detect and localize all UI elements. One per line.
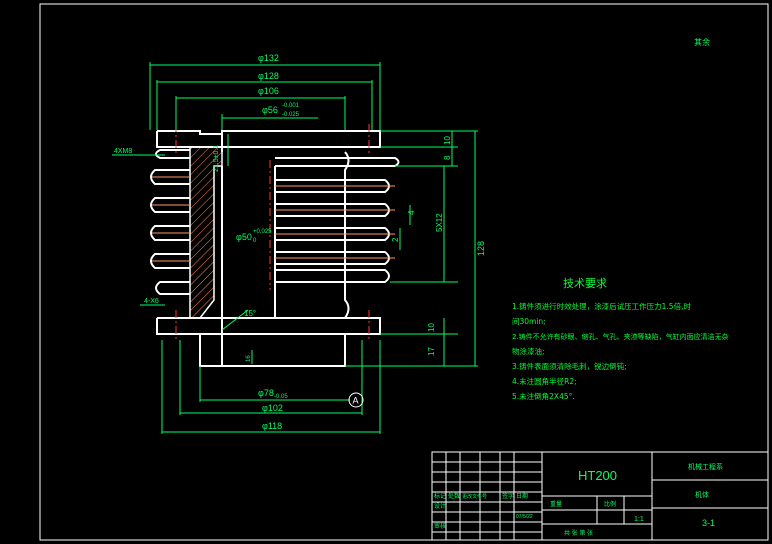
title-row-file: 更改文件号 — [462, 493, 487, 500]
title-designer: 设计 — [434, 502, 446, 510]
right-fin-accent — [275, 185, 395, 259]
dim-right-5x12: 5X12 — [435, 213, 444, 232]
title-part-name: 机体 — [695, 490, 709, 499]
dim-thread: 4XM8 — [114, 148, 132, 155]
dim-right-4: 4 — [407, 210, 416, 215]
title-row-mark: 标记 — [434, 492, 446, 500]
dim-132: φ132 — [258, 53, 279, 63]
title-scale-label: 比例 — [604, 500, 616, 508]
tech-requirements: 技术要求 1.铸件须进行时效处理，涂漆后试压工作压力1.5倍,时 间30min;… — [512, 277, 729, 401]
title-company: 机械工程系 — [688, 462, 723, 471]
dim-118: φ118 — [262, 421, 282, 431]
title-checker: 审核 — [434, 522, 446, 530]
title-date: 07/5/22 — [516, 514, 533, 520]
dim-78-tol: -0.05 — [274, 394, 288, 400]
tech-item-7: 5.未注倒角2X45°. — [512, 391, 575, 401]
dimension-lines — [112, 62, 478, 434]
drawing-frame — [39, 3, 769, 541]
title-scale: 1:1 — [634, 516, 644, 523]
dim-50: φ50 — [236, 232, 252, 242]
dim-left-vertical: 21.5±0.1 — [213, 145, 220, 172]
dim-56: φ56 — [262, 105, 278, 115]
dim-right-128: 128 — [476, 241, 486, 256]
tech-item-6: 4.未注圆角半径R2; — [512, 376, 577, 386]
title-drawing-no: 3-1 — [702, 518, 715, 528]
dim-hole: 4-X6 — [144, 298, 159, 305]
dim-right-10-bottom: 10 — [427, 323, 436, 332]
dim-50-tol2: 0 — [253, 238, 257, 244]
dim-50-tol: +0.025 — [253, 229, 272, 235]
hatched-section — [189, 146, 223, 319]
tech-item-1: 1.铸件须进行时效处理，涂漆后试压工作压力1.5倍,时 — [512, 301, 691, 311]
corner-note: 其余 — [694, 37, 710, 47]
tech-item-3: 2.铸件不允许有砂眼、缩孔、气孔、夹渣等缺陷，气缸内面应清洁无杂 — [512, 332, 729, 341]
right-fins — [275, 151, 400, 319]
tech-item-2: 间30min; — [512, 317, 546, 326]
dim-right-2: 2 — [391, 237, 400, 242]
title-row-date: 日期 — [516, 492, 528, 500]
dim-78: φ78 — [258, 388, 274, 398]
title-row-count: 处数 — [448, 492, 460, 500]
dim-128: φ128 — [258, 71, 279, 81]
dim-106: φ106 — [258, 86, 279, 96]
dim-right-17: 17 — [427, 347, 436, 356]
dim-102: φ102 — [262, 403, 283, 413]
title-sheet: 共 张 第 张 — [564, 529, 593, 537]
title-weight-label: 重量 — [550, 500, 562, 508]
datum-circle — [348, 392, 364, 408]
dim-right-10-top: 10 — [443, 136, 452, 145]
datum-label: A — [353, 396, 359, 406]
left-fins — [150, 149, 190, 295]
tech-title: 技术要求 — [563, 277, 607, 290]
tech-item-4: 物涂漆油; — [512, 346, 545, 356]
dim-56-tol-lower: -0.025 — [282, 112, 300, 118]
title-row-sign: 签字 — [502, 492, 514, 500]
dim-angle: 15° — [244, 309, 256, 318]
tech-item-5: 3.铸件表面须清除毛刺，锐边倒钝; — [512, 361, 627, 371]
left-fin-accent — [152, 176, 190, 262]
dim-16: 16 — [246, 355, 252, 362]
dim-56-tol-upper: -0.001 — [282, 103, 300, 109]
dim-right-8: 8 — [443, 155, 452, 160]
title-material: HT200 — [578, 468, 617, 483]
title-block — [431, 451, 769, 541]
